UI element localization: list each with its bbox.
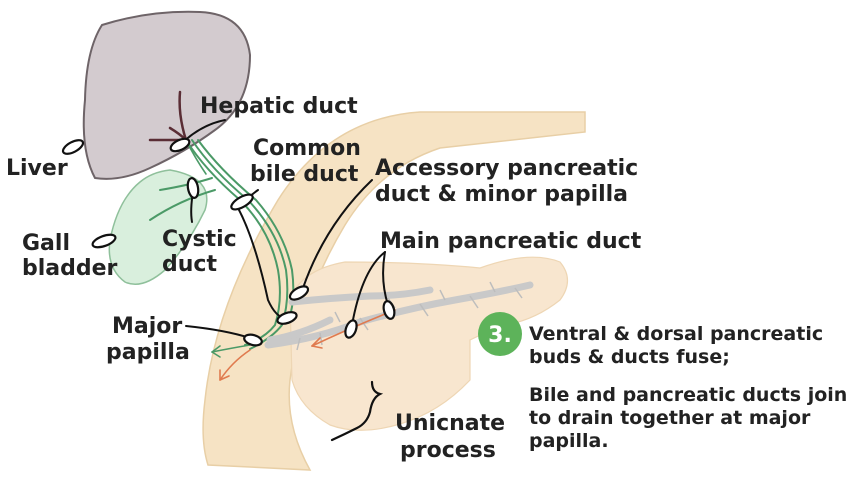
label-accessory-1: Accessory pancreatic	[375, 156, 638, 181]
pointer-liver	[61, 139, 85, 155]
step-text-line4: to drain together at major	[529, 407, 811, 429]
pointer-accessory-duct	[288, 285, 310, 301]
label-major-papilla-2: papilla	[106, 340, 190, 365]
label-cystic-duct-2: duct	[162, 252, 217, 277]
label-cystic-duct-1: Cystic	[162, 227, 237, 252]
pancreatic-ducts	[264, 281, 534, 349]
step-text-line3: Bile and pancreatic ducts join	[529, 384, 847, 406]
label-common-bile-duct-2: bile duct	[250, 162, 359, 187]
label-common-bile-duct-1: Common	[253, 136, 361, 161]
step-text-line5: papilla.	[529, 430, 609, 452]
gall-bladder	[108, 169, 208, 285]
pointer-cystic-duct	[186, 177, 200, 199]
label-major-papilla-1: Major	[112, 314, 182, 339]
pointer-major-papilla	[243, 333, 263, 347]
pancreas	[289, 256, 569, 431]
pointer-common-bile-duct	[230, 193, 254, 211]
unicnate-brace	[330, 380, 384, 442]
pointer-hepatic-duct	[169, 137, 191, 153]
pointer-ellipses	[61, 137, 396, 347]
step-text-line2: buds & ducts fuse;	[529, 346, 730, 368]
label-unicnate-1: Unicnate	[395, 411, 505, 436]
label-gall-bladder-1: Gall	[22, 231, 70, 256]
step-number: 3.	[488, 323, 512, 348]
label-accessory-2: duct & minor papilla	[375, 182, 628, 207]
pointer-bile-duct-end	[276, 311, 298, 325]
step-badge	[478, 312, 522, 356]
label-gall-bladder-2: bladder	[22, 256, 118, 281]
label-hepatic-duct: Hepatic duct	[200, 94, 358, 119]
step-text-line1: Ventral & dorsal pancreatic	[529, 323, 823, 345]
label-main-pancreatic-duct: Main pancreatic duct	[380, 229, 642, 254]
label-liver: Liver	[6, 156, 68, 181]
pointer-main-duct-b	[382, 300, 396, 320]
label-unicnate-2: process	[400, 438, 496, 463]
pointer-main-duct-a	[344, 319, 358, 339]
pointer-gall-bladder	[91, 233, 117, 249]
duodenum	[202, 111, 586, 471]
